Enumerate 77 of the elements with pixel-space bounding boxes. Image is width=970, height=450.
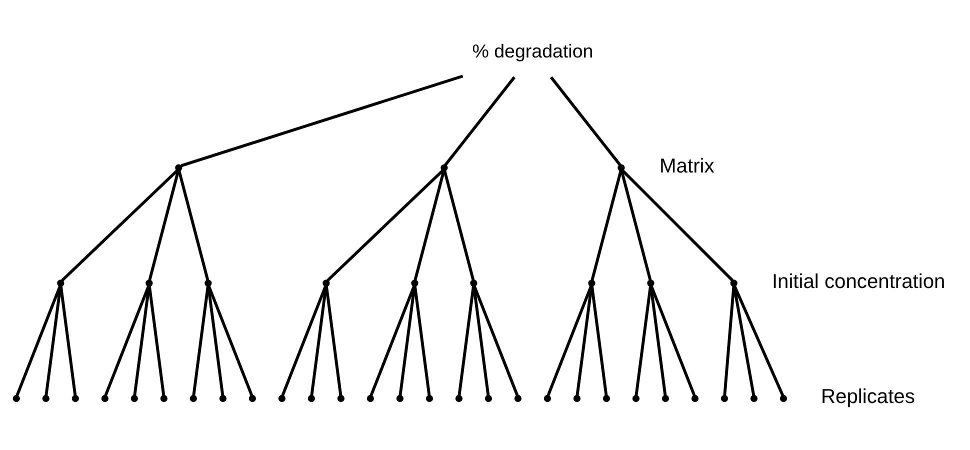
connector: [104, 285, 150, 396]
node-point: [780, 394, 788, 402]
connector: [414, 170, 446, 280]
node-point: [42, 394, 50, 402]
connector: [413, 285, 431, 396]
node-point: [411, 279, 418, 286]
node-point: [632, 394, 640, 402]
connector: [732, 285, 756, 396]
connector: [59, 285, 77, 396]
connector: [206, 285, 224, 396]
node-point: [190, 394, 197, 402]
node-point: [130, 394, 138, 402]
connector: [207, 285, 254, 396]
connector: [590, 170, 622, 280]
node-point: [750, 394, 758, 402]
node-point: [72, 394, 79, 402]
connector: [472, 285, 519, 396]
connector: [550, 76, 622, 166]
node-point: [455, 394, 463, 402]
node-point: [514, 394, 522, 402]
node-point: [573, 394, 581, 402]
node-point: [440, 164, 448, 171]
node-point: [175, 164, 182, 171]
connector: [370, 285, 416, 396]
connector: [281, 285, 327, 396]
node-point: [647, 279, 654, 286]
connector: [443, 170, 475, 280]
connector: [733, 285, 784, 396]
node-point: [426, 394, 434, 402]
connector: [192, 285, 210, 396]
connector: [650, 285, 696, 396]
node-point: [248, 394, 256, 402]
connector: [326, 168, 444, 281]
node-point: [57, 279, 64, 286]
node-point: [337, 394, 344, 402]
node-point: [544, 394, 552, 402]
node-point: [322, 279, 330, 286]
node-point: [366, 394, 374, 402]
node-point: [278, 394, 286, 402]
connector: [324, 285, 342, 396]
node-text: % degradation: [472, 40, 594, 61]
node-point: [484, 394, 492, 402]
connector: [61, 168, 178, 281]
node-point: [396, 394, 404, 402]
node-point: [730, 279, 738, 286]
connector: [180, 74, 464, 167]
connector: [620, 170, 652, 280]
node-point: [720, 394, 728, 402]
node-point: [602, 394, 610, 402]
node-point: [691, 394, 699, 402]
connector: [723, 285, 736, 396]
node-point: [308, 394, 315, 402]
connector: [178, 170, 210, 280]
connector: [148, 285, 166, 396]
node-point: [662, 394, 670, 402]
connector: [546, 285, 592, 396]
label: Replicates: [821, 386, 915, 408]
connector: [133, 285, 150, 396]
connector: [458, 285, 475, 396]
node-point: [618, 164, 625, 171]
node-point: [204, 279, 212, 286]
node-point: [160, 394, 168, 402]
connector: [16, 285, 62, 396]
connector: [444, 76, 516, 166]
node-point: [470, 279, 478, 286]
connector: [634, 285, 652, 396]
node-point: [101, 394, 108, 402]
connector: [590, 285, 608, 396]
connector: [44, 285, 62, 396]
node-point: [12, 394, 20, 402]
connector: [621, 168, 734, 281]
node-point: [146, 279, 153, 286]
node-point: [219, 394, 226, 402]
label: Initial concentration: [772, 270, 946, 292]
node-point: [588, 279, 596, 286]
connector: [148, 170, 180, 280]
label: Matrix: [660, 155, 714, 178]
